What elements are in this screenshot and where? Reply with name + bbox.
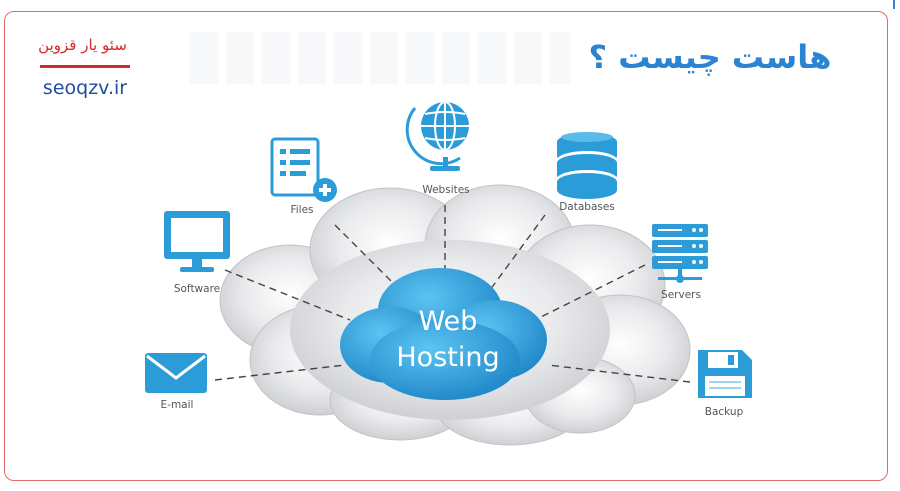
monitor-icon — [164, 211, 230, 272]
web-hosting-cloud: Web Hosting — [340, 268, 547, 400]
node-label-backup: Backup — [705, 406, 744, 418]
center-label-line1: Web — [419, 306, 478, 337]
connector-lines — [214, 205, 691, 383]
node-label-software: Software — [174, 283, 220, 295]
envelope-icon — [145, 353, 207, 393]
brand-url[interactable]: seoqzv.ir — [42, 77, 128, 99]
node-email: E-mail — [145, 353, 207, 411]
database-icon — [557, 132, 617, 199]
node-label-servers: Servers — [661, 289, 701, 301]
connector-files — [334, 224, 406, 296]
corner-mark — [893, 0, 895, 9]
content-frame — [4, 11, 888, 481]
brand-underline — [40, 65, 130, 68]
center-label-line2: Hosting — [396, 342, 499, 373]
node-files: Files — [270, 137, 337, 216]
node-label-websites: Websites — [422, 184, 469, 196]
brand-name: سئو یار قزوین — [38, 36, 127, 54]
server-icon — [652, 224, 708, 283]
connector-email — [214, 364, 346, 381]
connector-servers — [534, 264, 646, 321]
file-add-icon — [270, 137, 337, 202]
connector-software — [224, 269, 351, 321]
node-backup: Backup — [698, 350, 752, 418]
node-label-files: Files — [290, 204, 313, 216]
node-websites: Websites — [405, 101, 470, 196]
node-databases: Databases — [557, 132, 617, 213]
floppy-disk-icon — [698, 350, 752, 398]
globe-icon — [405, 101, 469, 171]
node-label-email: E-mail — [161, 399, 194, 411]
node-label-databases: Databases — [559, 201, 615, 213]
node-software: Software — [164, 211, 230, 295]
background-watermark — [190, 32, 570, 84]
page-title: هاست چیست ؟ — [588, 38, 832, 76]
node-servers: Servers — [652, 224, 708, 301]
connector-databases — [489, 214, 546, 291]
